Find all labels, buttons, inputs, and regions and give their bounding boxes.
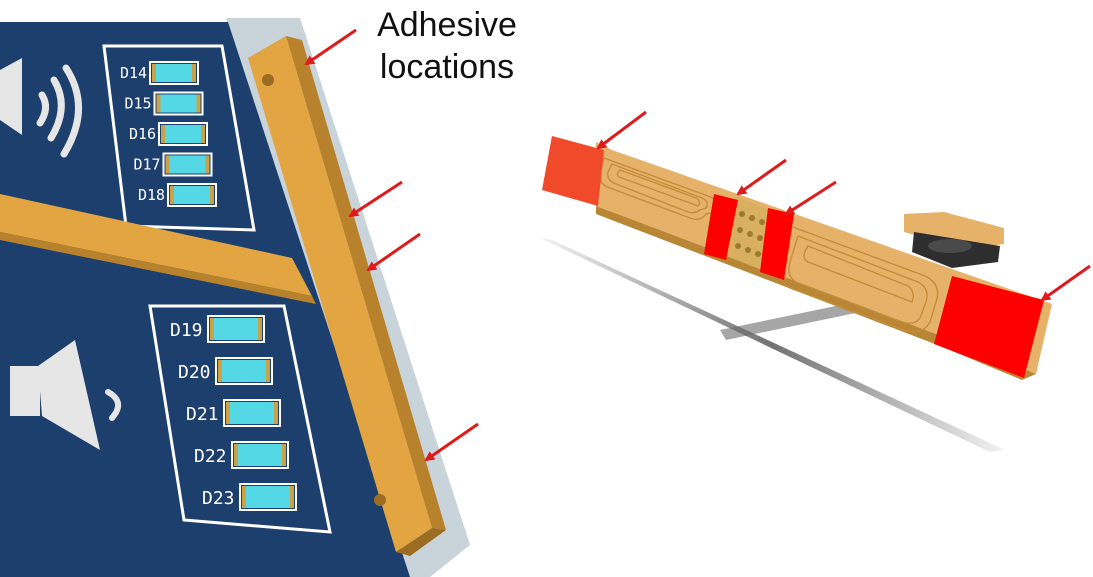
led-body [169,155,206,174]
pcb-board [0,22,410,577]
led-d21: D21 [186,399,281,427]
arrow-flex-left [596,110,647,150]
flex-strip-side [286,36,446,530]
led-silkscreen [167,183,217,207]
pcb-closeup [0,18,470,577]
adhesive-locations-label: Adhesive locations [352,4,542,88]
flex-body [596,142,1052,374]
module-top [904,212,1004,250]
adhesive-pad-right [934,276,1044,378]
led-silkscreen [223,399,281,427]
led-silkscreen [149,61,199,85]
led-d17: D17 [134,152,213,177]
arrow-pcb-top [304,28,357,66]
led-d16: D16 [129,122,208,146]
arrow-pcb-bottom [424,422,479,462]
led-d14: D14 [120,61,199,85]
speaker-quiet-icon [10,340,121,450]
led-d15: D15 [125,91,204,116]
flex-strip-bottom [396,528,446,556]
flex-strip [248,36,432,552]
led-body [222,360,266,382]
caption-line-2: locations [379,48,515,86]
flex-arm [0,194,312,296]
led-group-upper-outline [102,44,256,232]
arrow-flex-center-right [784,180,837,216]
arrow-pcb-lower-mid [366,232,421,272]
led-d23: D23 [202,483,297,511]
led-body [174,186,210,204]
led-d18: D18 [138,183,217,207]
led-silkscreen [207,315,265,343]
led-silkscreen [215,357,273,385]
led-body [238,444,282,466]
led-label: D14 [120,64,147,82]
adhesive-pad-left [542,136,604,206]
adhesive-pad-center-right [760,208,794,280]
led-d20: D20 [178,357,273,385]
shadow-long [540,238,1005,452]
module-lens [928,239,972,253]
led-silkscreen [231,441,289,469]
led-body [160,94,197,113]
adhesive-arrows [304,28,1091,462]
mount-hole-top [262,74,274,86]
flex-arm-shade [0,232,316,304]
led-body [165,125,201,143]
led-label: D20 [178,362,211,383]
led-silkscreen [153,91,204,116]
led-label: D15 [125,95,152,113]
mount-hole-bottom [374,494,386,506]
led-label: D16 [129,125,156,143]
connector-pins [735,211,765,257]
led-body [230,402,274,424]
shadow-short [720,300,870,340]
led-label: D23 [202,488,235,509]
led-d19: D19 [170,315,265,343]
led-body [246,486,290,508]
led-group-lower-outline [148,304,332,534]
led-label: D19 [170,320,203,341]
flex-assembly [540,136,1052,452]
led-silkscreen [158,122,208,146]
speaker-sound-waves-icon [0,58,82,158]
led-label: D22 [194,446,227,467]
arrow-flex-center-left [736,158,787,196]
led-label: D21 [186,404,219,425]
led-body [156,64,192,82]
adhesive-pad-center-left [704,194,738,260]
led-label: D17 [134,156,161,174]
arrow-flex-right [1040,264,1091,302]
led-silkscreen [162,152,213,177]
caption-line-1: Adhesive [377,6,517,44]
led-d22: D22 [194,441,289,469]
led-body [214,318,258,340]
led-silkscreen [239,483,297,511]
led-label: D18 [138,186,165,204]
arrow-pcb-upper-mid [348,180,403,218]
